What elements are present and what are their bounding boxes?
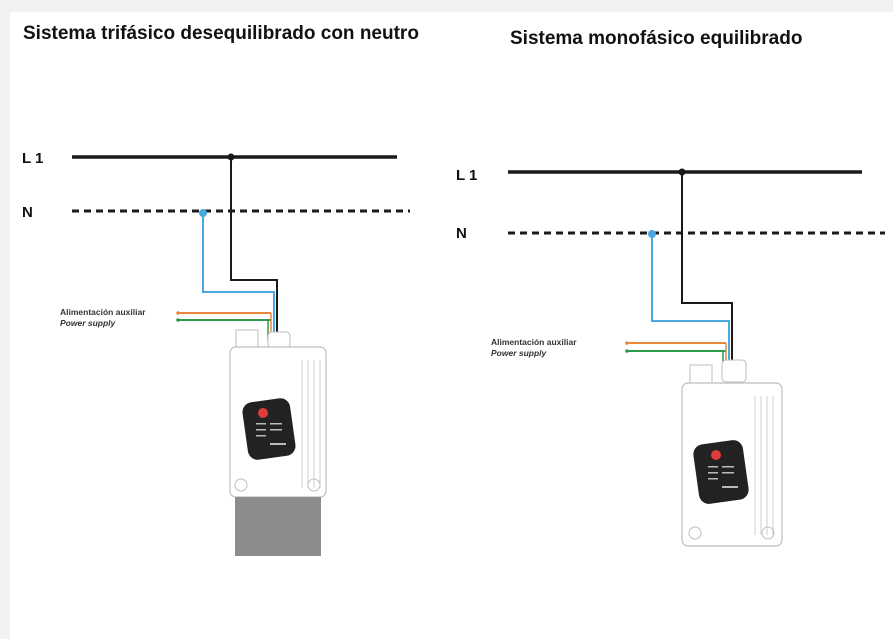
left-neutral-junction: [199, 209, 207, 217]
right-device-connector-a: [689, 364, 713, 386]
left-device-screw-2: [307, 478, 321, 492]
left-device-text-line-4: [270, 423, 282, 425]
left-device-screw-1: [234, 478, 248, 492]
right-neutral-wire: [651, 234, 730, 365]
left-led-indicator-icon: [258, 408, 268, 418]
right-neutral-label: N: [456, 225, 467, 242]
right-device-display-panel: [693, 440, 749, 504]
left-device-text-line-2: [256, 429, 266, 431]
left-diagram-title: Sistema trifásico desequilibrado con neu…: [23, 23, 419, 44]
right-device-icon: [681, 359, 783, 547]
left-device-icon: [229, 329, 327, 498]
right-led-indicator-icon: [711, 450, 721, 460]
right-device-text-line-5: [722, 472, 734, 474]
right-device-screw-1: [688, 526, 702, 540]
left-wiring-diagram: L 1 N Alimentación auxiliar Power supply: [22, 150, 410, 556]
left-aux-dot-orange: [176, 311, 180, 315]
right-device-screw-2: [761, 526, 775, 540]
left-device-text-line-3: [256, 435, 266, 437]
right-phase-wire: [681, 172, 733, 365]
left-mounting-base: [235, 497, 321, 556]
right-aux-dot-orange: [625, 341, 629, 345]
right-device-text-line-4: [722, 466, 734, 468]
right-neutral-junction: [648, 230, 656, 238]
right-device-text-line-2: [708, 472, 718, 474]
left-l1-junction: [227, 153, 235, 161]
left-device-connector-b: [267, 331, 291, 349]
right-device-text-line-1: [708, 466, 718, 468]
right-aux-dot-green: [625, 349, 629, 353]
right-line-label: L 1: [456, 167, 477, 184]
right-device-text-line-6: [722, 486, 738, 488]
right-diagram-title: Sistema monofásico equilibrado: [510, 28, 803, 49]
left-aux-label: Alimentación auxiliar: [60, 307, 146, 317]
left-device-display-panel: [242, 398, 296, 460]
left-device-text-line-1: [256, 423, 266, 425]
left-device-text-line-5: [270, 429, 282, 431]
left-device-text-line-6: [270, 443, 286, 445]
right-device-connector-b: [721, 359, 747, 383]
left-device-connector-a: [235, 329, 259, 349]
left-neutral-label: N: [22, 204, 33, 221]
right-power-supply-label: Power supply: [491, 348, 548, 358]
left-aux-dot-green: [176, 318, 180, 322]
right-wiring-diagram: L 1 N Alimentación auxiliar Power supply: [456, 167, 885, 547]
right-device-text-line-3: [708, 478, 718, 480]
left-line-label: L 1: [22, 150, 43, 167]
left-neutral-wire: [202, 213, 275, 340]
right-aux-label: Alimentación auxiliar: [491, 337, 577, 347]
left-phase-wire: [230, 157, 278, 340]
right-l1-junction: [678, 168, 686, 176]
left-power-supply-label: Power supply: [60, 318, 117, 328]
